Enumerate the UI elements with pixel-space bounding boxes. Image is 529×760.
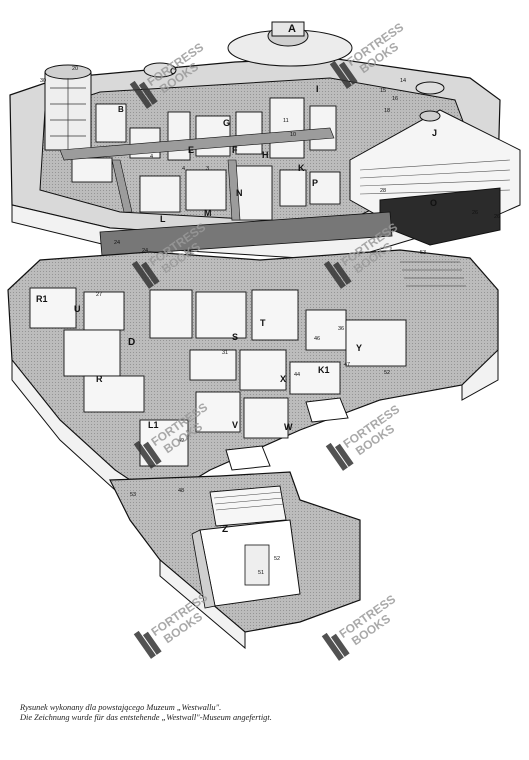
room-number: 18: [384, 108, 390, 114]
room-label-l1: L1: [148, 420, 159, 430]
room-number: 3: [206, 166, 209, 172]
room-label-c: C: [170, 67, 176, 76]
bottom-wing: [109, 471, 361, 650]
room-label-r1: R1: [36, 294, 48, 304]
room-label-l: L: [160, 214, 166, 224]
room-label-w: W: [284, 422, 293, 432]
room-number: 26: [494, 214, 500, 220]
room-label-k1: K1: [318, 365, 330, 375]
room-number: 15: [380, 88, 386, 94]
room-number: 26: [472, 210, 478, 216]
watermark-logo: FORTRESS BOOKS: [133, 590, 210, 659]
room-number: 36: [338, 326, 344, 332]
room-label-u: U: [74, 304, 81, 314]
caption-german: Die Zeichnung wurde für das entstehende …: [20, 713, 272, 722]
room-label-r: R: [96, 374, 103, 384]
room-numbers: 30 20 4 4 3 10 11 15 16 18 14 24 24 21 2…: [40, 66, 500, 576]
room-label-n: N: [236, 188, 243, 198]
room-label-p: P: [312, 178, 318, 188]
room-label-g: G: [223, 118, 230, 128]
room-label-b: B: [118, 105, 124, 114]
room-label-o: O: [430, 198, 437, 208]
room-number: 51: [258, 570, 264, 576]
room-label-s: S: [232, 332, 238, 342]
room-number: 24: [114, 240, 120, 246]
room-number: 44: [294, 372, 300, 378]
room-label-t: T: [260, 318, 266, 328]
room-label-z: Z: [222, 524, 228, 535]
room-label-f: F: [232, 145, 238, 155]
room-label-e: E: [188, 145, 194, 155]
room-label-m: M: [204, 208, 212, 218]
room-number: 31: [222, 350, 228, 356]
room-number: 20: [72, 66, 78, 72]
room-label-i: I: [316, 84, 319, 94]
room-label-h: H: [262, 150, 269, 160]
upper-level: [9, 21, 521, 259]
room-number: 53: [130, 492, 136, 498]
room-number: 53: [420, 250, 426, 256]
room-label-j: J: [432, 128, 437, 138]
room-number: 4: [150, 154, 153, 160]
room-label-a: A: [288, 23, 296, 35]
room-number: 47: [344, 362, 350, 368]
room-number: 30: [40, 78, 46, 84]
room-number: 11: [283, 118, 289, 124]
room-number: 52: [274, 556, 280, 562]
room-number: 14: [400, 78, 406, 84]
room-number: 46: [314, 336, 320, 342]
room-number: 24: [142, 248, 148, 254]
room-number: 48: [178, 488, 184, 494]
room-label-k: K: [298, 163, 305, 173]
room-label-d: D: [128, 337, 135, 348]
room-number: 52: [384, 370, 390, 376]
room-number: 27: [96, 292, 102, 298]
room-label-y: Y: [356, 343, 362, 353]
room-number: 28: [380, 188, 386, 194]
room-number: 16: [392, 96, 398, 102]
room-number: 4: [182, 166, 185, 172]
room-number: 21: [186, 250, 192, 256]
room-label-v: V: [232, 420, 238, 430]
room-label-x: X: [280, 374, 286, 384]
room-number: 10: [290, 132, 296, 138]
caption-polish: Rysunek wykonany dla powstającego Muzeum…: [20, 703, 222, 712]
room-number: 49: [178, 438, 184, 444]
room-labels: A B C D E F G H I J K K1 L L1 M N O P R …: [36, 23, 437, 535]
